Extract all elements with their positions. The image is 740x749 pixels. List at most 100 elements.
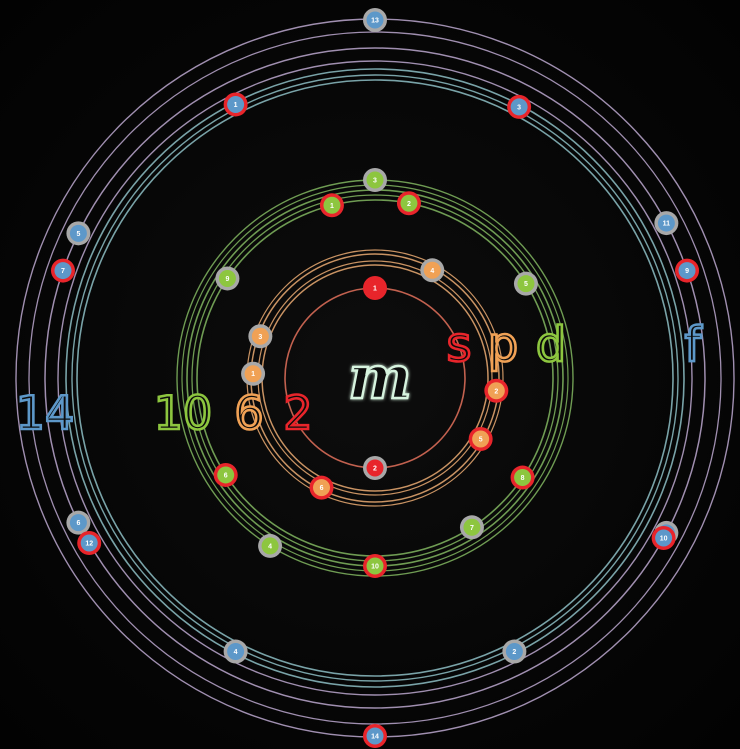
electron-f-13: 13 [363, 8, 387, 32]
electron-core [655, 529, 673, 547]
electron-number: 4 [268, 543, 272, 550]
electron-core [69, 224, 87, 242]
electron-number: 6 [76, 520, 80, 527]
electron-f-14: 14 [363, 724, 387, 748]
electron-core [323, 196, 341, 214]
electron-number: 2 [494, 388, 498, 395]
electron-p-5: 5 [468, 427, 493, 451]
electron-number: 5 [524, 281, 528, 288]
electron-number: 2 [512, 649, 516, 656]
electron-number: 10 [371, 564, 379, 571]
electron-core [251, 327, 269, 345]
electron-number: 2 [407, 201, 411, 208]
electron-core [227, 643, 245, 661]
electron-number: 14 [371, 734, 379, 741]
electron-core [217, 466, 235, 484]
electron-f-12: 12 [77, 531, 102, 555]
electron-d-4: 4 [258, 533, 283, 558]
electron-d-6: 6 [213, 462, 238, 487]
electron-number: 3 [373, 178, 377, 185]
electron-number: 13 [371, 18, 379, 25]
electron-core [54, 262, 72, 280]
electron-number: 2 [373, 466, 377, 473]
letter-d: d [536, 317, 566, 373]
capacity-p: 6 [234, 386, 263, 440]
electron-number: 5 [479, 437, 483, 444]
electron-number: 11 [663, 221, 671, 228]
electron-f-3: 3 [507, 94, 532, 119]
electron-core [366, 557, 384, 575]
letter-f: f [685, 317, 703, 373]
ring-f-4 [57, 60, 693, 696]
electron-number: 9 [685, 268, 689, 275]
electron-number: 7 [61, 268, 65, 275]
electron-core [218, 269, 236, 287]
electron-d-1: 1 [319, 193, 344, 218]
electron-number: 7 [470, 525, 474, 532]
electron-number: 8 [521, 475, 525, 482]
electron-core [423, 261, 441, 279]
ring-f-5 [44, 47, 706, 709]
electron-core [472, 430, 490, 448]
electron-p-1: 1 [241, 361, 266, 386]
electron-f-10: 10 [651, 525, 676, 550]
ring-f-1 [76, 79, 674, 677]
electron-number: 9 [225, 276, 229, 283]
electron-core [678, 262, 696, 280]
electron-core [463, 518, 481, 536]
electron-number: 6 [320, 485, 324, 492]
center-label: m [348, 343, 412, 413]
electron-d-3: 3 [363, 168, 387, 192]
capacity-s: 2 [283, 386, 312, 440]
electron-f-2: 2 [502, 639, 527, 664]
electron-core [261, 537, 279, 555]
electron-number: 10 [660, 535, 668, 542]
electron-d-5: 5 [513, 271, 538, 296]
electron-number: 6 [224, 472, 228, 479]
electron-number: 1 [251, 371, 255, 378]
electron-core [227, 95, 245, 113]
electron-core [366, 11, 384, 29]
electron-core [69, 514, 87, 532]
electron-core [366, 279, 384, 297]
electron-core [366, 727, 384, 745]
electron-core [510, 98, 528, 116]
electron-core [487, 382, 505, 400]
electron-number: 1 [330, 203, 334, 210]
letter-s: s [446, 317, 471, 373]
electron-p-4: 4 [420, 258, 445, 283]
electron-f-5: 5 [66, 221, 91, 246]
electron-number: 4 [430, 268, 434, 275]
electron-core [313, 479, 331, 497]
electron-d-10: 10 [363, 554, 387, 578]
electron-core [400, 194, 418, 212]
electron-f-4: 4 [223, 639, 248, 664]
electron-d-9: 9 [215, 266, 240, 291]
ring-f-2 [71, 74, 679, 682]
subshell-labels: m s p d f 2 6 10 14 [14, 316, 703, 442]
electron-core [366, 459, 384, 477]
electron-s-1: 1 [363, 276, 387, 300]
ring-f-3 [65, 68, 685, 688]
electron-number: 12 [85, 541, 93, 548]
electron-f-11: 11 [654, 211, 679, 236]
electron-f-1: 1 [223, 92, 248, 117]
electrons: 12123456123456789101234567891011121314 [50, 8, 700, 748]
capacity-f: 14 [16, 386, 75, 440]
electron-p-3: 3 [248, 324, 273, 349]
electron-d-2: 2 [396, 191, 421, 216]
electron-core [517, 275, 535, 293]
electron-core [514, 469, 532, 487]
letter-p: p [488, 317, 518, 373]
capacity-d: 10 [154, 386, 213, 440]
electron-number: 1 [234, 102, 238, 109]
electron-s-2: 2 [363, 456, 387, 480]
electron-d-7: 7 [459, 515, 484, 540]
electron-number: 1 [373, 286, 377, 293]
electron-core [80, 534, 98, 552]
electron-number: 3 [258, 334, 262, 341]
electron-number: 3 [517, 104, 521, 111]
electron-p-6: 6 [309, 475, 334, 500]
